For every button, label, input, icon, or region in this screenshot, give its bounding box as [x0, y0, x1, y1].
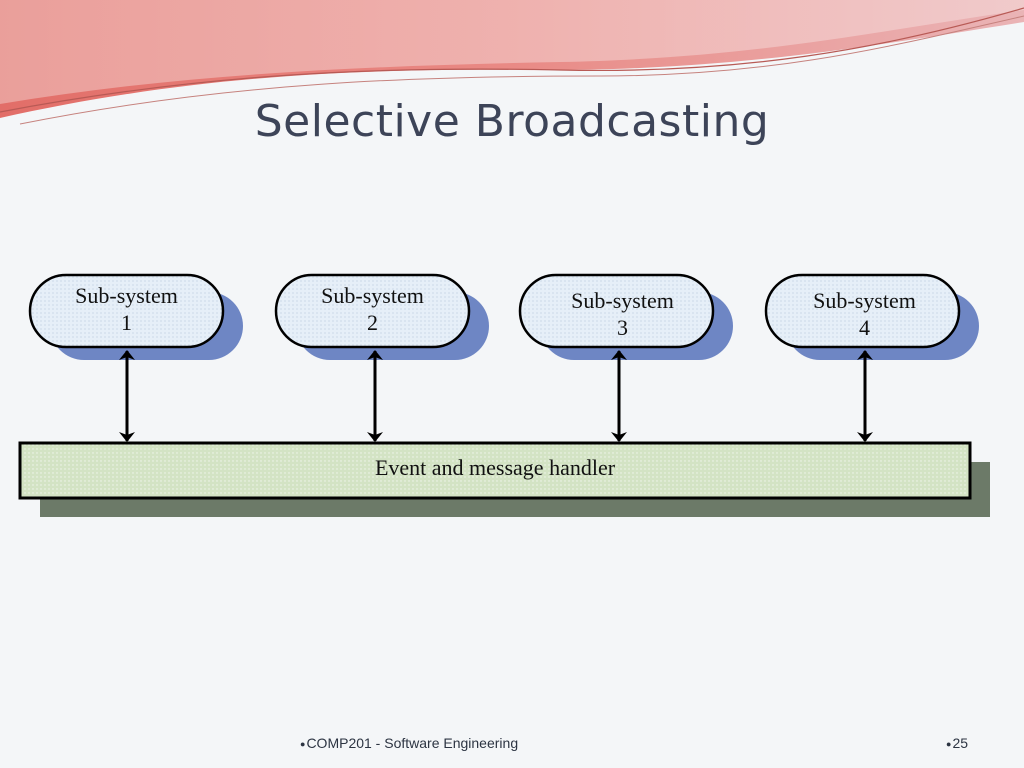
- subsystem-2-label-line2: 2: [367, 310, 378, 335]
- subsystem-1-label: Sub-system 1: [30, 282, 223, 336]
- subsystem-4-label-line2: 4: [859, 315, 870, 340]
- subsystem-4-label: Sub-system 4: [768, 287, 961, 341]
- subsystem-3-node: [518, 273, 715, 349]
- subsystem-4-label-line1: Sub-system: [813, 288, 916, 313]
- subsystem-1-label-line2: 1: [121, 310, 132, 335]
- header-swoosh-decoration: [0, 0, 1024, 125]
- footer-course-text: COMP201 - Software Engineering: [306, 735, 519, 751]
- subsystem-3: [518, 273, 733, 442]
- footer-course: ●COMP201 - Software Engineering: [300, 735, 518, 751]
- subsystem-2-node: [274, 273, 471, 349]
- event-handler-label: Event and message handler: [374, 455, 616, 480]
- event-handler-bus: [18, 441, 972, 500]
- footer-bullet-icon: ●: [300, 739, 306, 750]
- footer-bullet-icon: ●: [946, 739, 952, 750]
- subsystem-4: [764, 273, 979, 442]
- page-number-text: 25: [952, 735, 969, 751]
- subsystem-1-node: [28, 273, 225, 349]
- subsystem-2-label-line1: Sub-system: [321, 283, 424, 308]
- footer-page-number: ●25: [946, 735, 968, 751]
- subsystem-3-label: Sub-system 3: [526, 287, 719, 341]
- subsystem-1: [28, 273, 243, 442]
- subsystem-2-label: Sub-system 2: [276, 282, 469, 336]
- subsystem-1-label-line1: Sub-system: [75, 283, 178, 308]
- subsystem-2: [274, 273, 489, 442]
- subsystem-4-node: [764, 273, 961, 349]
- subsystem-3-label-line2: 3: [617, 315, 628, 340]
- subsystem-3-label-line1: Sub-system: [571, 288, 674, 313]
- slide-title: Selective Broadcasting: [254, 96, 770, 147]
